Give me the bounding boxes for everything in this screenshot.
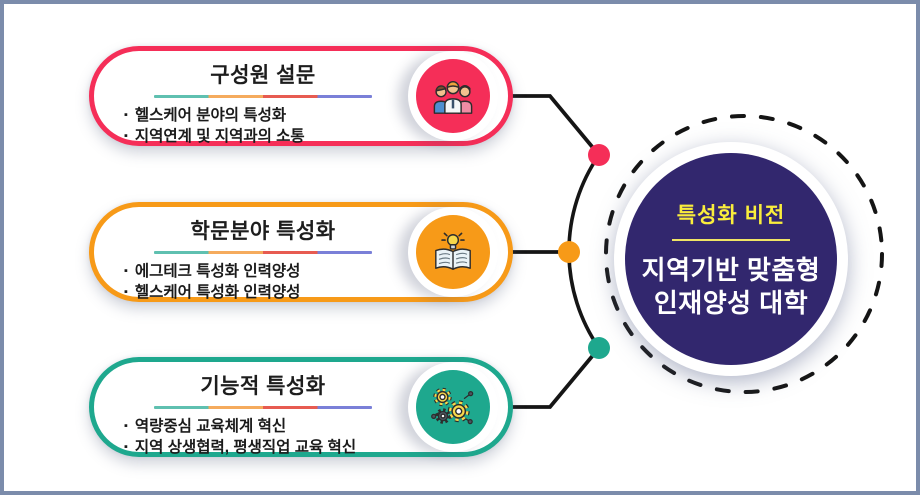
vision-circle: 특성화 비전 지역기반 맞춤형 인재양성 대학 (625, 153, 837, 365)
icon-badge (408, 51, 498, 141)
card-title: 학문분야 특성화 (190, 220, 336, 243)
bullet-item: 지역연계 및 지역과의 소통 (124, 126, 416, 147)
card-academic-specialization: 학문분야 특성화 에그테크 특성화 인력양성 헬스케어 특성화 인력양성 (89, 202, 513, 302)
title-underline (154, 406, 372, 409)
dashed-circle (604, 114, 884, 394)
gears-icon (416, 370, 490, 444)
vision-statement-line1: 지역기반 맞춤형 (641, 254, 821, 285)
card-text-block: 구성원 설문 헬스케어 분야의 특성화 지역연계 및 지역과의 소통 (110, 57, 416, 147)
vision-divider (672, 238, 790, 241)
connection-dot-red (588, 144, 610, 166)
card-title: 기능적 특성화 (200, 375, 326, 398)
connection-dot-orange (558, 241, 580, 263)
bullet-list: 역량중심 교육체계 혁신 지역 상생협력, 평생직업 교육 혁신 (110, 416, 416, 458)
bullet-item: 헬스케어 특성화 인력양성 (124, 282, 416, 303)
bullet-list: 에그테크 특성화 인력양성 헬스케어 특성화 인력양성 (110, 261, 416, 303)
vision-circle-glow: 특성화 비전 지역기반 맞춤형 인재양성 대학 (614, 142, 848, 376)
card-text-block: 학문분야 특성화 에그테크 특성화 인력양성 헬스케어 특성화 인력양성 (110, 213, 416, 303)
card-member-survey: 구성원 설문 헬스케어 분야의 특성화 지역연계 및 지역과의 소통 (89, 46, 513, 146)
bullet-item: 지역 상생협력, 평생직업 교육 혁신 (124, 437, 416, 458)
bullet-item: 에그테크 특성화 인력양성 (124, 261, 416, 282)
card-functional-specialization: 기능적 특성화 역량중심 교육체계 혁신 지역 상생협력, 평생직업 교육 혁신 (89, 357, 513, 457)
icon-badge (408, 362, 498, 452)
book-lightbulb-icon (416, 215, 490, 289)
vision-badge-label: 특성화 비전 (676, 203, 786, 227)
people-icon (416, 59, 490, 133)
bullet-item: 헬스케어 분야의 특성화 (124, 105, 416, 126)
card-title: 구성원 설문 (210, 64, 316, 87)
bullet-list: 헬스케어 분야의 특성화 지역연계 및 지역과의 소통 (110, 105, 416, 147)
title-underline (154, 95, 372, 98)
title-underline (154, 251, 372, 254)
icon-badge (408, 207, 498, 297)
vision-statement-line2: 인재양성 대학 (653, 287, 809, 318)
bullet-item: 역량중심 교육체계 혁신 (124, 416, 416, 437)
connection-dot-teal (588, 337, 610, 359)
card-text-block: 기능적 특성화 역량중심 교육체계 혁신 지역 상생협력, 평생직업 교육 혁신 (110, 368, 416, 458)
